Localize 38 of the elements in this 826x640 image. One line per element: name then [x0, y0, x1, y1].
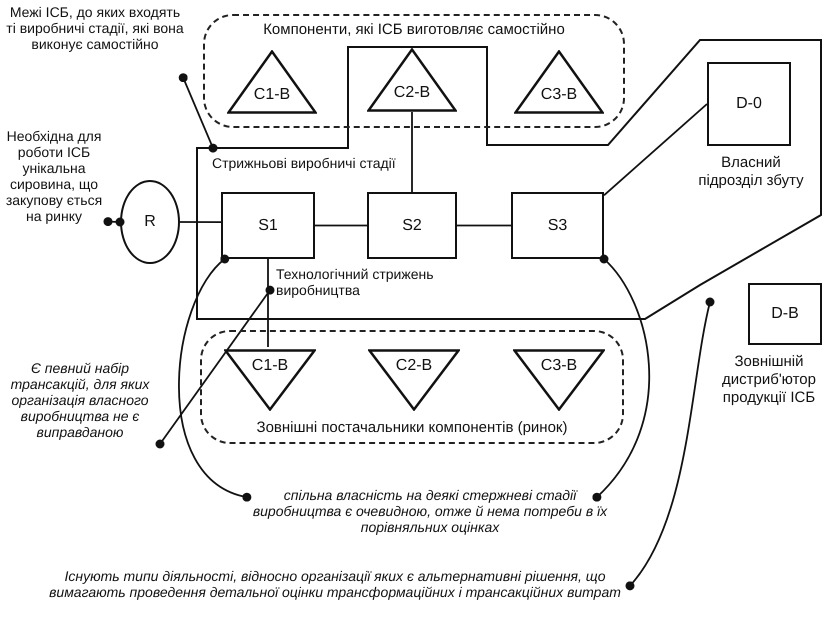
supplier-triangle: C3-B: [513, 349, 605, 411]
connector-line: [411, 112, 413, 192]
stage-label: Стрижньові виробничі стадії: [212, 155, 396, 171]
annotation-text: спільна власність на деякі стержневі стадії виробництва є очевидною, отже й нема потреби в їх порівняльних оцінках: [245, 487, 615, 547]
group-title: Компоненти, які ІСБ виготовляє самостійно: [263, 21, 565, 38]
annotation-text: Є певний набір трансакцій, для яких організація власного виробництва не є виправданою: [0, 360, 160, 500]
connector-line: [180, 221, 221, 224]
component-triangle: C2-B: [367, 48, 457, 112]
boundary-outline: [197, 40, 822, 320]
caption-text: Власний підрозділ збуту: [697, 154, 805, 190]
dashed-group: [203, 14, 625, 128]
dashed-group: [200, 330, 624, 444]
leader-line: [626, 298, 714, 590]
box-label: D-0: [736, 95, 762, 113]
leader-line: [156, 286, 274, 448]
annotation-text: Межі ІСБ, до яких входять ті виробничі стадії, які вона виконує самостійно: [5, 4, 185, 80]
connector-line: [603, 103, 708, 196]
process-box: S3: [511, 192, 604, 259]
annotation-text: Необхідна для роботи ІСБ унікальна сировина, що закупову ється на ринку: [0, 128, 108, 232]
connector-line: [267, 259, 269, 347]
annotation-text: Технологічний стрижень виробництва: [270, 266, 480, 302]
connector-line: [457, 224, 511, 226]
leader-line: [592, 254, 650, 502]
box-label: D-B: [771, 305, 799, 323]
supplier-triangle: C2-B: [368, 349, 460, 411]
leader-line: [104, 217, 124, 226]
leader-line: [178, 254, 252, 502]
annotation-text: Існують типи діяльності, відносно організації яких є альтернативні рішення, що вимагають проведення детальної оцінки трансформаційних і трансакційних витрат: [40, 568, 630, 634]
connector-line: [315, 224, 367, 226]
leader-line: [178, 73, 218, 153]
group-title: Зовнішні постачальники компонентів (ринок): [256, 419, 568, 436]
process-box: S2: [367, 192, 457, 259]
component-triangle: C1-B: [227, 50, 317, 114]
component-triangle: C3-B: [514, 50, 604, 114]
supplier-triangle: C1-B: [224, 349, 316, 411]
caption-text: Зовнішній дистриб'ютор продукції ІСБ: [721, 353, 817, 407]
process-box: S1: [221, 192, 315, 259]
raw-material-ellipse: R: [120, 180, 180, 264]
